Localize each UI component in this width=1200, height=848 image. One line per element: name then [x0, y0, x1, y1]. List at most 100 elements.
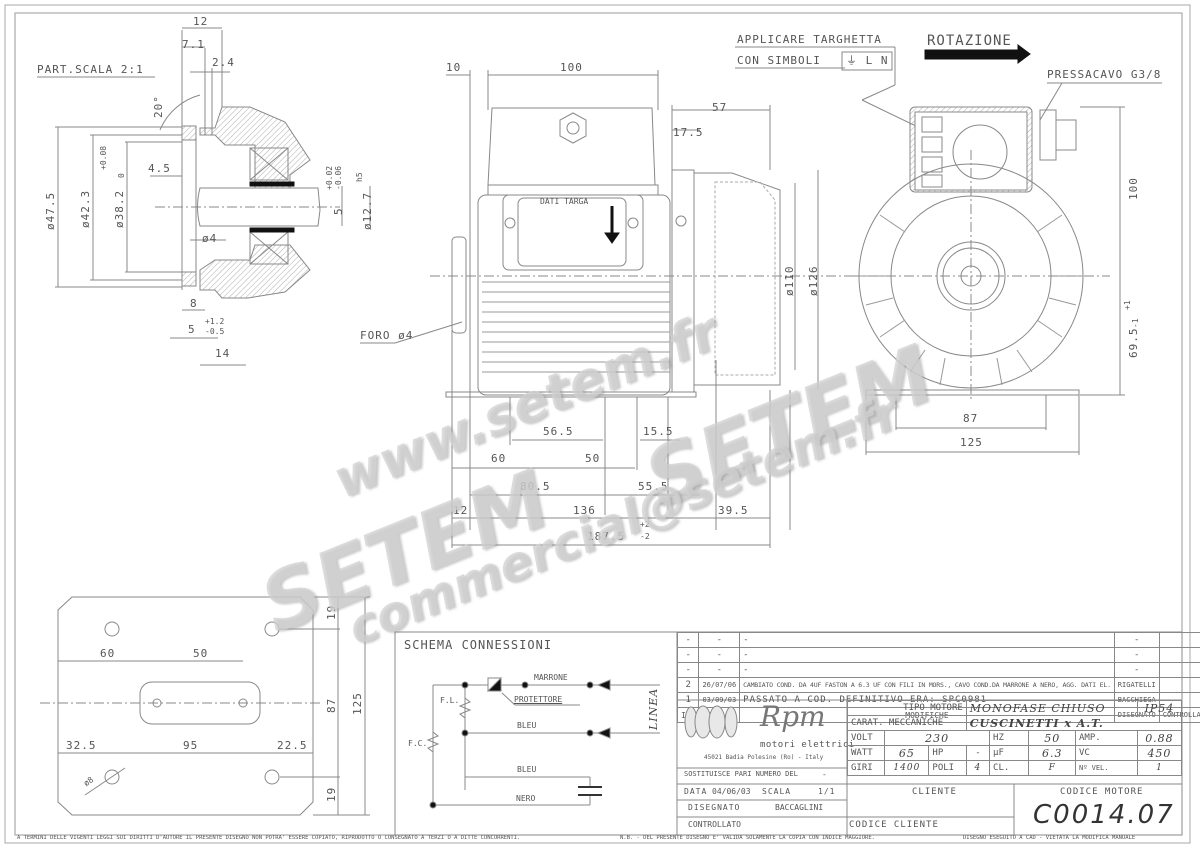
dim-125-front: 125 — [960, 436, 983, 449]
wire-marrone: MARRONE — [534, 673, 568, 682]
shaft-fit: h5 — [355, 172, 364, 182]
rev-ind: 2 — [676, 677, 700, 693]
revision-row: 2 26/07/06 CAMBIATO COND. DA 4UF FASTON … — [676, 677, 1200, 693]
dim-100: 100 — [560, 61, 583, 74]
tol-187-low: -2 — [640, 532, 650, 541]
giri-value: 1400 — [884, 760, 930, 776]
footer-note: N.B. - DEL PRESENTE DISEGNO E' VALIDA SO… — [620, 835, 875, 841]
scala-value: 1/1 — [818, 787, 836, 796]
codice-motore-label: CODICE MOTORE — [1060, 787, 1144, 797]
volt-value: 230 — [884, 730, 991, 746]
dim-8: 8 — [190, 297, 198, 310]
cliente-label: CLIENTE — [912, 787, 957, 797]
tol-38-2-up: +0.08 — [99, 145, 108, 170]
codice-cliente-label: CODICE CLIENTE — [849, 820, 939, 830]
carat-label: CARAT. MECCANICHE — [847, 715, 967, 731]
watt-value: 65 — [884, 745, 930, 761]
plate-dim-95: 95 — [183, 739, 199, 752]
dim-dia-47-5: ø47.5 — [44, 191, 57, 230]
drawn-by-label: DISEGNATO — [688, 803, 741, 812]
tol-69-low: -1 — [1131, 318, 1140, 328]
detail-section — [37, 27, 371, 366]
tipo-motore-label: TIPO MOTORE — [847, 700, 967, 716]
company-logo-text: Rpm — [760, 700, 826, 733]
cl-value: F — [1028, 760, 1076, 776]
hole-label: FORO ø4 — [360, 329, 414, 342]
revision-row: - - - - — [676, 662, 1200, 678]
dim-50: 50 — [585, 452, 601, 465]
tipo-motore-value: MONOFASE CHIUSO — [965, 700, 1138, 716]
dim-60: 60 — [491, 452, 507, 465]
rev-checked — [1158, 632, 1200, 648]
dim-5: 5 — [188, 323, 196, 336]
footer-copyright: A TERMINI DELLE VIGENTI LEGGI SUI DIRITT… — [17, 835, 521, 841]
dim-80-5: 80.5 — [520, 480, 551, 493]
rev-ind: - — [676, 647, 700, 663]
company-logo-icon — [683, 705, 739, 739]
dim-dia-4: ø4 — [202, 232, 218, 245]
rev-checked — [1158, 662, 1200, 678]
rev-drawn: - — [1113, 662, 1160, 678]
nameplate-symbols: ⏚ L N — [846, 54, 889, 67]
hp-value: - — [965, 745, 991, 761]
codice-motore-value: C0014.07 — [1033, 800, 1175, 830]
plate-dim-50: 50 — [193, 647, 209, 660]
dim-39-5: 39.5 — [718, 504, 749, 517]
dim-2-4: 2.4 — [212, 56, 235, 69]
plate-dim-22-5: 22.5 — [277, 739, 308, 752]
dim-87-front: 87 — [963, 412, 979, 425]
dim-shaft-dia: ø12.7 — [361, 191, 374, 230]
rev-date: 26/07/06 — [698, 677, 741, 693]
dim-dia-38-2: ø38.2 — [113, 189, 126, 228]
base-plate-view — [40, 596, 370, 816]
plate-dim-60: 60 — [100, 647, 116, 660]
volt-label: VOLT — [846, 730, 886, 746]
tol-5-up: +1.2 — [205, 317, 225, 326]
uf-label: µF — [989, 745, 1030, 761]
rotation-label: ROTAZIONE — [927, 33, 1012, 49]
footer-cad-note: DISEGNO ESEGUITO A CAD - VIETATA LA MODI… — [963, 835, 1136, 841]
dim-57: 57 — [712, 101, 728, 114]
hz-value: 50 — [1028, 730, 1076, 746]
dim-56-5: 56.5 — [543, 425, 574, 438]
revision-row: - - - - — [676, 632, 1200, 648]
uf-value: 6.3 — [1028, 745, 1076, 761]
rev-checked — [1158, 677, 1200, 693]
dim-dia-42-3: ø42.3 — [79, 189, 92, 228]
dim-angle: 20° — [152, 95, 165, 118]
dim-14: 14 — [215, 347, 231, 360]
rev-checked — [1158, 647, 1200, 663]
tol-shaft-up: +0.02 — [325, 165, 334, 190]
tol-187-up: +2 — [640, 520, 650, 529]
scala-label: SCALA — [762, 787, 792, 796]
rev-change: CAMBIATO COND. DA 4UF FASTON A 6.3 UF CO… — [739, 677, 1115, 693]
dim-136: 136 — [573, 504, 596, 517]
side-view — [360, 70, 850, 548]
wire-fc: F.C. — [408, 739, 428, 748]
vel-label: Nº VEL. — [1074, 760, 1138, 776]
giri-label: GIRI — [846, 760, 886, 776]
rev-ind: - — [676, 632, 700, 648]
dim-12: 12 — [193, 15, 209, 28]
dim-55-5: 55.5 — [638, 480, 669, 493]
dim-dia-110: ø110 — [783, 265, 796, 297]
wiring-diagram-lines — [394, 631, 678, 836]
poli-label: POLI — [928, 760, 967, 776]
dim-15-5: 15.5 — [643, 425, 674, 438]
checked-by-label: CONTROLLATO — [688, 820, 741, 829]
plate-dim-32-5: 32.5 — [66, 739, 97, 752]
date-value: 04/06/03 — [712, 787, 751, 796]
tol-38-2-low: 0 — [117, 173, 126, 178]
wire-bleu-1: BLEU — [517, 721, 537, 730]
plate-dim-19-bottom: 19 — [325, 786, 338, 802]
rev-date: - — [698, 632, 741, 648]
dim-shaft-5: 5 — [332, 207, 345, 215]
detail-scale-label: PART.SCALA 2:1 — [37, 63, 144, 76]
vc-label: VC — [1074, 745, 1138, 761]
rev-date: - — [698, 662, 741, 678]
motor-specs-table: TIPO MOTORE MONOFASE CHIUSO IP54 CARAT. … — [846, 700, 1183, 776]
amp-label: AMP. — [1074, 730, 1138, 746]
wire-nero: NERO — [516, 794, 536, 803]
dim-187-5: 187.5 — [587, 530, 626, 543]
front-view — [735, 44, 1162, 455]
